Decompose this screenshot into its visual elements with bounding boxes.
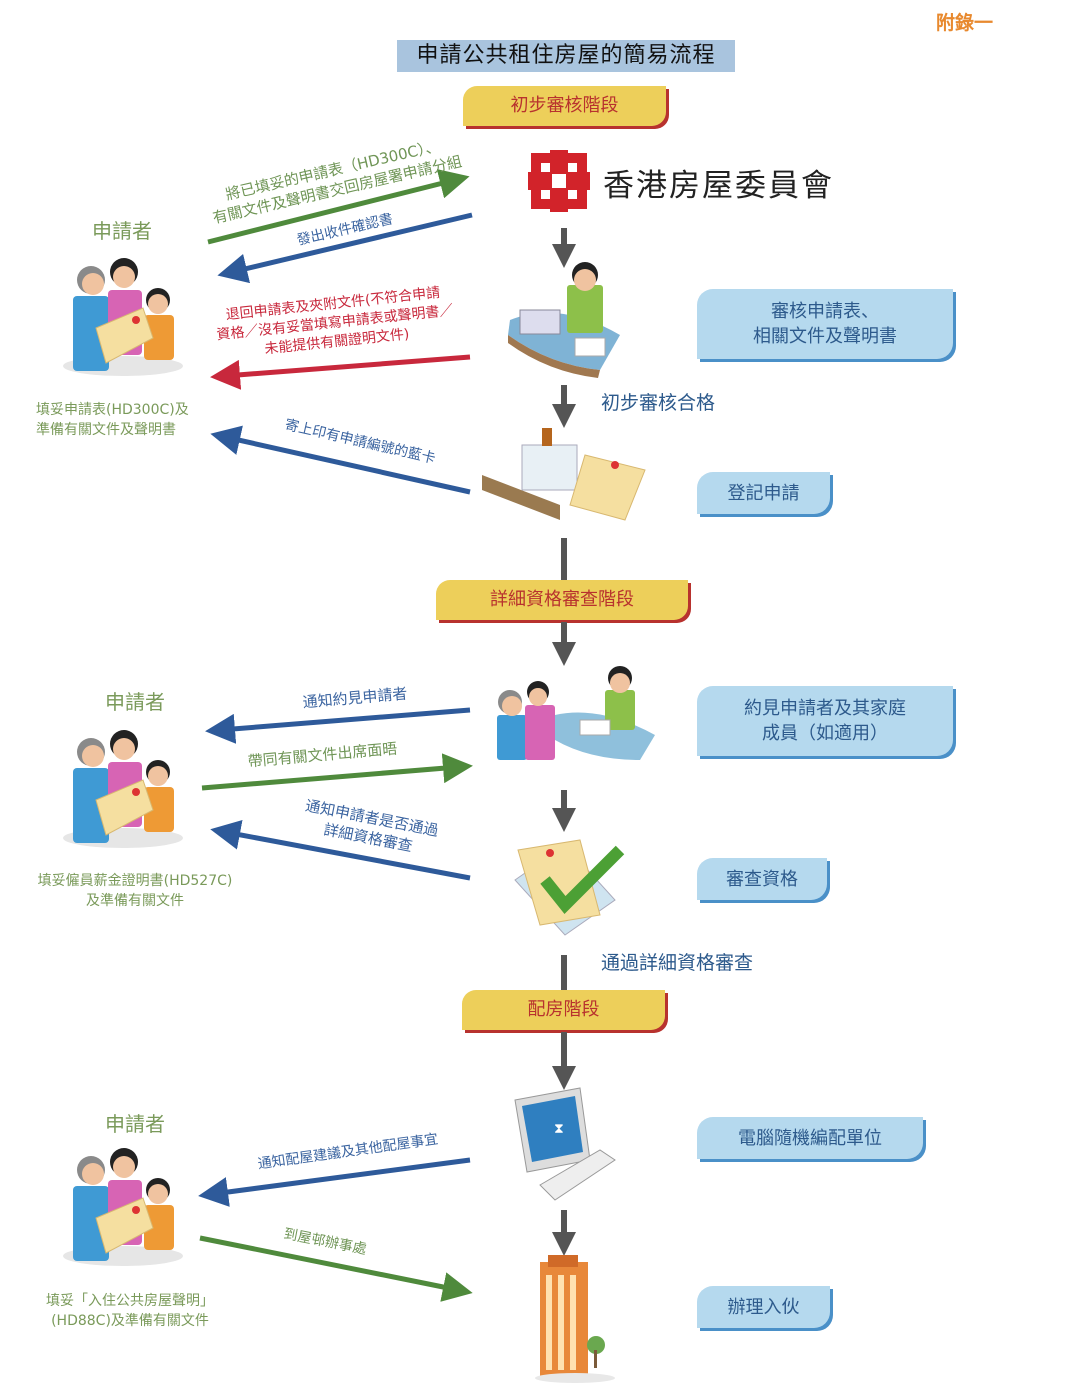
step-register: 登記申請 bbox=[697, 472, 830, 514]
arrow-notify-allocation bbox=[198, 1157, 471, 1207]
officer-desk-icon bbox=[508, 262, 620, 378]
caption-hd300c: 填妥申請表(HD300C)及準備有關文件及聲明書 bbox=[20, 400, 246, 440]
applicant-label: 申請者 bbox=[105, 690, 165, 714]
step-computer-allocation: 電腦隨機編配單位 bbox=[697, 1117, 923, 1159]
step-interview: 約見申請者及其家庭成員（如適用） bbox=[697, 686, 953, 756]
stage-detailed-vetting: 詳細資格審查階段 bbox=[436, 580, 688, 620]
caption-hd88c: 填妥「入住公共房屋聲明」 (HD88C)及準備有關文件 bbox=[20, 1291, 240, 1331]
page-title: 申請公共租住房屋的簡易流程 bbox=[397, 40, 735, 72]
svg-text:⧗: ⧗ bbox=[554, 1121, 564, 1137]
arrow-notify-interview bbox=[205, 707, 471, 744]
step-check-eligibility: 審查資格 bbox=[697, 858, 827, 900]
organization-name: 香港房屋委員會 bbox=[603, 168, 834, 204]
arrow-go-office bbox=[199, 1235, 473, 1302]
computer-icon: ⧗ bbox=[514, 1087, 616, 1201]
stage-preliminary: 初步審核階段 bbox=[463, 86, 666, 126]
step-intake: 辦理入伙 bbox=[697, 1286, 830, 1328]
step-line: 審核申請表、 bbox=[771, 301, 879, 322]
result-preliminary-pass: 初步審核合格 bbox=[601, 392, 716, 414]
applicant-label: 申請者 bbox=[92, 219, 152, 243]
arrow-submit bbox=[207, 169, 470, 245]
step-line: 成員（如適用） bbox=[762, 723, 888, 744]
caption-line: 填妥申請表(HD300C)及 bbox=[36, 402, 189, 418]
approved-documents-icon bbox=[514, 839, 625, 936]
arrow-notify-result bbox=[210, 820, 471, 881]
documents-stamp-icon bbox=[482, 428, 646, 521]
caption-line: (HD88C)及準備有關文件 bbox=[51, 1313, 209, 1329]
arrow-acknowledge bbox=[217, 212, 473, 284]
caption-line: 填妥「入住公共房屋聲明」 bbox=[46, 1293, 214, 1309]
housing-authority-logo-icon bbox=[528, 150, 590, 212]
caption-line: 及準備有關文件 bbox=[86, 893, 184, 909]
applicant-label: 申請者 bbox=[105, 1112, 165, 1136]
interview-icon bbox=[497, 666, 655, 760]
result-detailed-pass: 通過詳細資格審查 bbox=[601, 952, 754, 974]
arrow-attend bbox=[201, 753, 473, 791]
stage-allocation: 配房階段 bbox=[462, 990, 665, 1030]
caption-line: 準備有關文件及聲明書 bbox=[36, 422, 176, 438]
caption-hd527c: 填妥僱員薪金證明書(HD527C) 及準備有關文件 bbox=[15, 871, 255, 911]
arrow-return bbox=[210, 354, 471, 390]
step-line: 約見申請者及其家庭 bbox=[744, 698, 906, 719]
step-review-forms: 審核申請表、相關文件及聲明書 bbox=[697, 289, 953, 359]
arrow-blue-card bbox=[210, 425, 471, 495]
caption-line: 填妥僱員薪金證明書(HD527C) bbox=[37, 873, 233, 889]
appendix-label: 附錄一 bbox=[936, 12, 994, 34]
step-line: 相關文件及聲明書 bbox=[753, 326, 897, 347]
housing-estate-icon bbox=[535, 1255, 615, 1383]
